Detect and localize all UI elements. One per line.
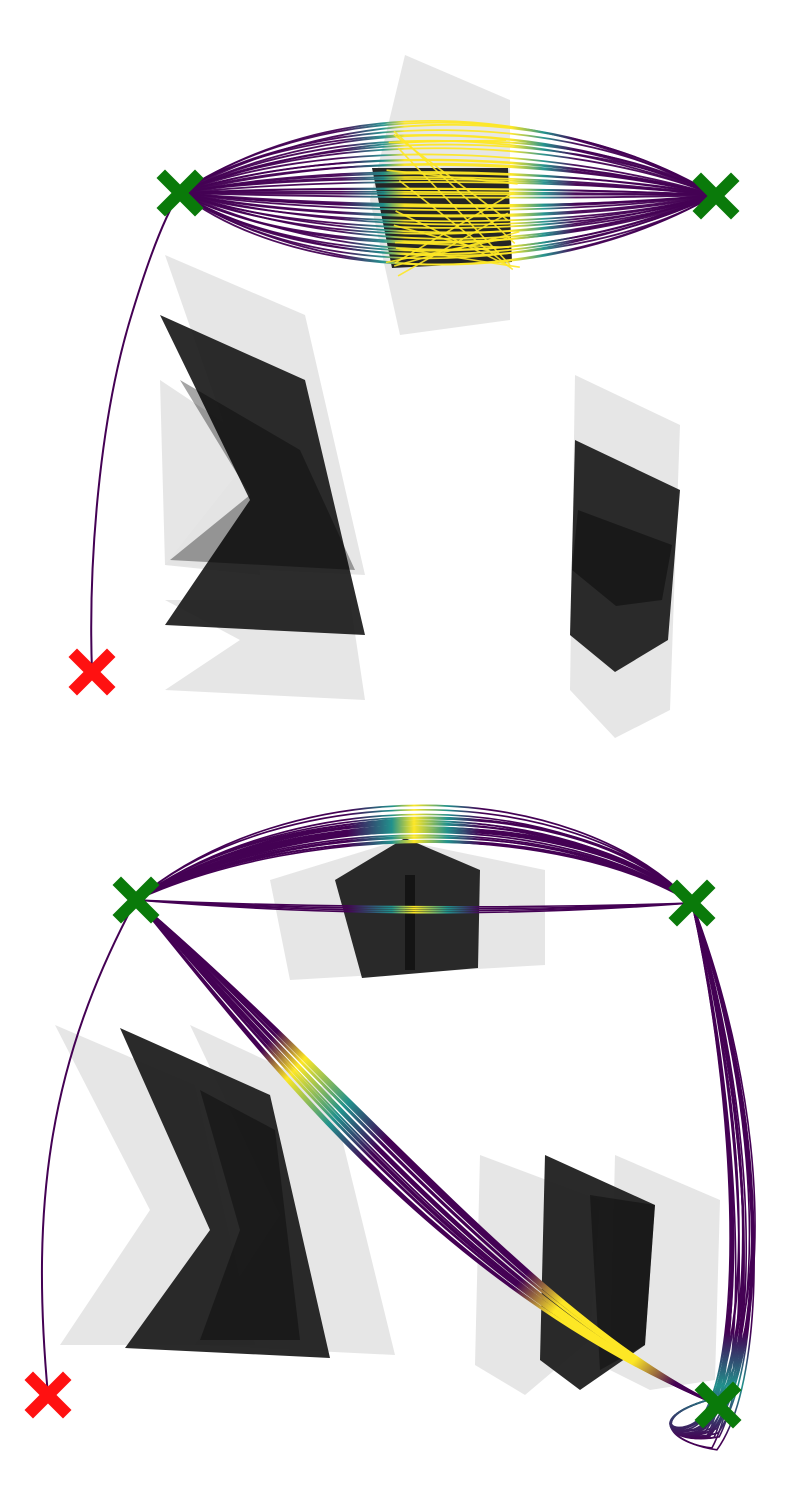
trajectory-line <box>135 829 693 904</box>
tapered-block-shade <box>572 510 672 606</box>
trajectory-line <box>179 162 716 196</box>
trajectory-line <box>135 899 719 1406</box>
chevron-obstacle-shade <box>200 1090 300 1340</box>
trajectory-line <box>90 192 181 673</box>
green-x-marker <box>668 879 716 927</box>
trajectory-line <box>40 899 137 1396</box>
green-x-marker <box>112 876 160 924</box>
trajectory-line <box>385 237 508 264</box>
trajectory-line <box>395 210 509 267</box>
trajectory-line <box>135 899 693 910</box>
trajectory-line <box>135 899 693 914</box>
trajectory-line <box>179 143 716 196</box>
trajectory-line <box>397 147 511 266</box>
trajectory-line <box>179 153 716 196</box>
trajectory-line <box>135 826 693 904</box>
green-x-marker <box>692 172 740 220</box>
trajectory-line <box>135 899 719 1406</box>
trajectory-line <box>393 224 502 256</box>
trajectory-line <box>179 192 716 234</box>
tapered-block-obstacle <box>570 440 680 672</box>
trajectory-line <box>179 147 716 196</box>
top-trajectory-panel <box>0 0 800 750</box>
trajectory-line <box>135 899 693 908</box>
red-x-marker <box>68 648 116 696</box>
trajectory-line <box>135 804 693 904</box>
trajectory-line <box>670 902 745 1435</box>
trajectory-line <box>135 836 693 904</box>
trajectory-line <box>179 192 716 266</box>
trajectory-line <box>135 899 719 1406</box>
green-x-marker <box>156 169 204 217</box>
trajectory-line <box>135 899 719 1406</box>
trajectory-line <box>135 899 719 1406</box>
quad-obstacle <box>540 1155 655 1390</box>
chevron-obstacle <box>120 1028 330 1358</box>
chevron-obstacle-shade <box>170 380 355 570</box>
trajectory-line <box>388 139 507 144</box>
trajectory-line <box>135 899 719 1406</box>
trajectory-line <box>179 159 716 196</box>
trajectory-line <box>135 817 693 904</box>
trajectory-line <box>179 192 716 207</box>
trajectory-line <box>393 133 509 221</box>
trajectory-line <box>179 192 716 199</box>
trajectory-line <box>135 899 719 1406</box>
chevron-obstacle <box>160 315 365 635</box>
trajectory-line <box>135 808 693 904</box>
trajectory-line <box>179 192 716 212</box>
trajectory-line <box>395 247 520 269</box>
trajectory-line <box>179 188 716 196</box>
red-x-marker <box>24 1371 72 1419</box>
pentagon-obstacle-shade <box>405 875 415 970</box>
trajectory-line <box>135 899 693 912</box>
trajectory-line <box>179 172 716 196</box>
trajectory-line <box>386 169 518 185</box>
trajectory-line <box>135 899 719 1406</box>
bottom-trajectory-panel <box>0 750 800 1503</box>
trajectory-line <box>398 180 514 271</box>
green-x-marker <box>694 1381 742 1429</box>
top-trajectory-plot <box>68 55 740 738</box>
quad-obstacle-shade <box>590 1195 655 1370</box>
bottom-trajectory-plot <box>24 804 756 1451</box>
trajectory-line <box>179 181 716 196</box>
trajectory-line <box>395 241 509 249</box>
